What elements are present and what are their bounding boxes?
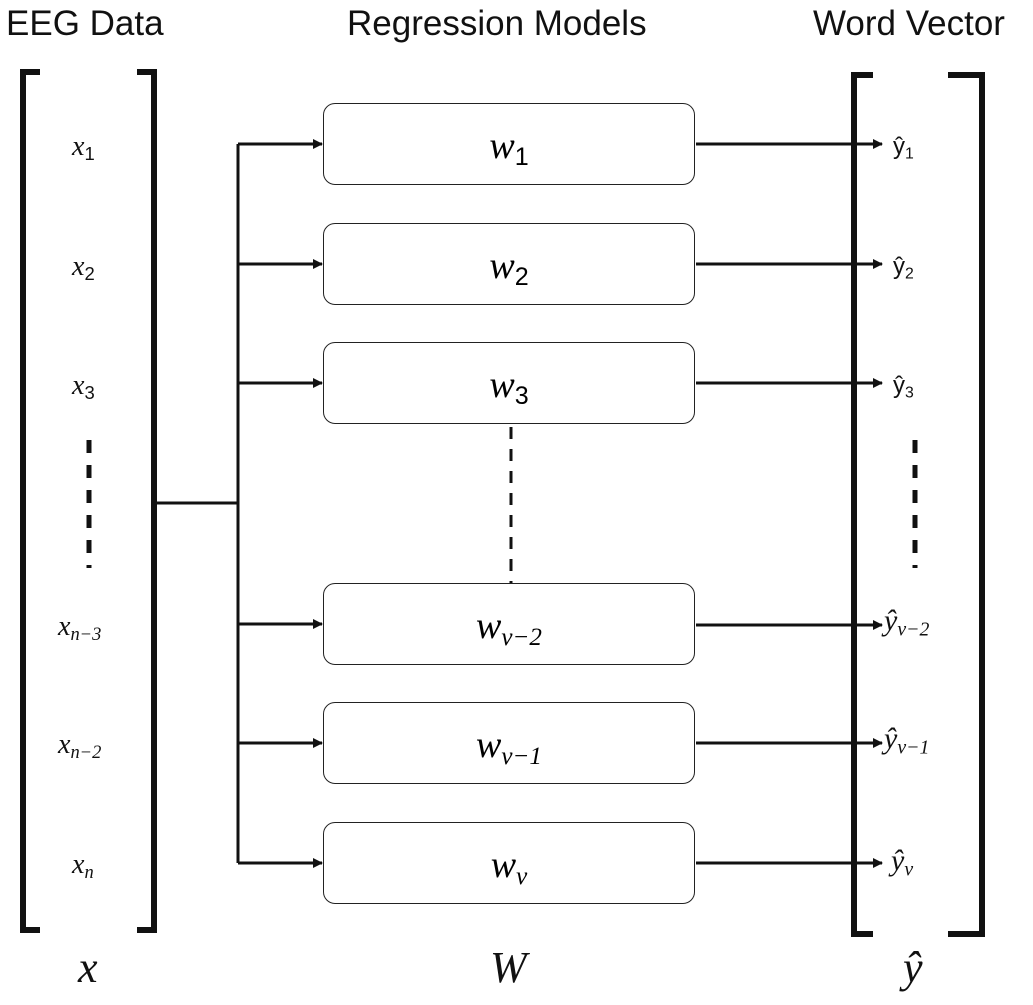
regression-model-box: w1 — [323, 103, 695, 185]
regression-models-header: Regression Models — [347, 4, 647, 43]
input-vector-symbol: x — [78, 943, 98, 992]
model-label: w2 — [489, 245, 529, 292]
model-label: wv — [490, 844, 528, 891]
eeg-data-header: EEG Data — [6, 4, 164, 43]
input-element: xn−2 — [58, 729, 102, 763]
model-label: wv−2 — [476, 605, 542, 652]
regression-model-box: wv−1 — [323, 702, 695, 784]
input-element: x2 — [72, 251, 95, 285]
regression-model-box: wv — [323, 822, 695, 904]
input-element: xn−3 — [58, 611, 102, 645]
input-element: xn — [72, 849, 94, 883]
output-element: ŷv−1 — [884, 722, 930, 759]
input-bracket-right — [137, 69, 157, 933]
model-label: w1 — [489, 125, 529, 172]
output-element: ŷv−2 — [884, 604, 930, 641]
regression-model-box: w2 — [323, 223, 695, 305]
model-label: wv−1 — [476, 724, 542, 771]
output-element: ŷ1 — [893, 133, 914, 163]
output-element: ŷv — [891, 844, 914, 881]
input-bracket-left — [20, 69, 40, 933]
output-bracket-left — [851, 72, 873, 937]
word-vector-header: Word Vector — [813, 4, 1005, 43]
input-element: x3 — [72, 370, 95, 404]
output-element: ŷ2 — [893, 253, 914, 283]
input-element: x1 — [72, 131, 95, 165]
regression-model-box: wv−2 — [323, 583, 695, 665]
weight-matrix-symbol: W — [490, 943, 527, 992]
output-bracket-right — [948, 72, 985, 937]
model-label: w3 — [489, 364, 529, 411]
regression-model-box: w3 — [323, 342, 695, 424]
output-element: ŷ3 — [893, 372, 914, 402]
output-vector-symbol: ŷ — [903, 943, 923, 992]
